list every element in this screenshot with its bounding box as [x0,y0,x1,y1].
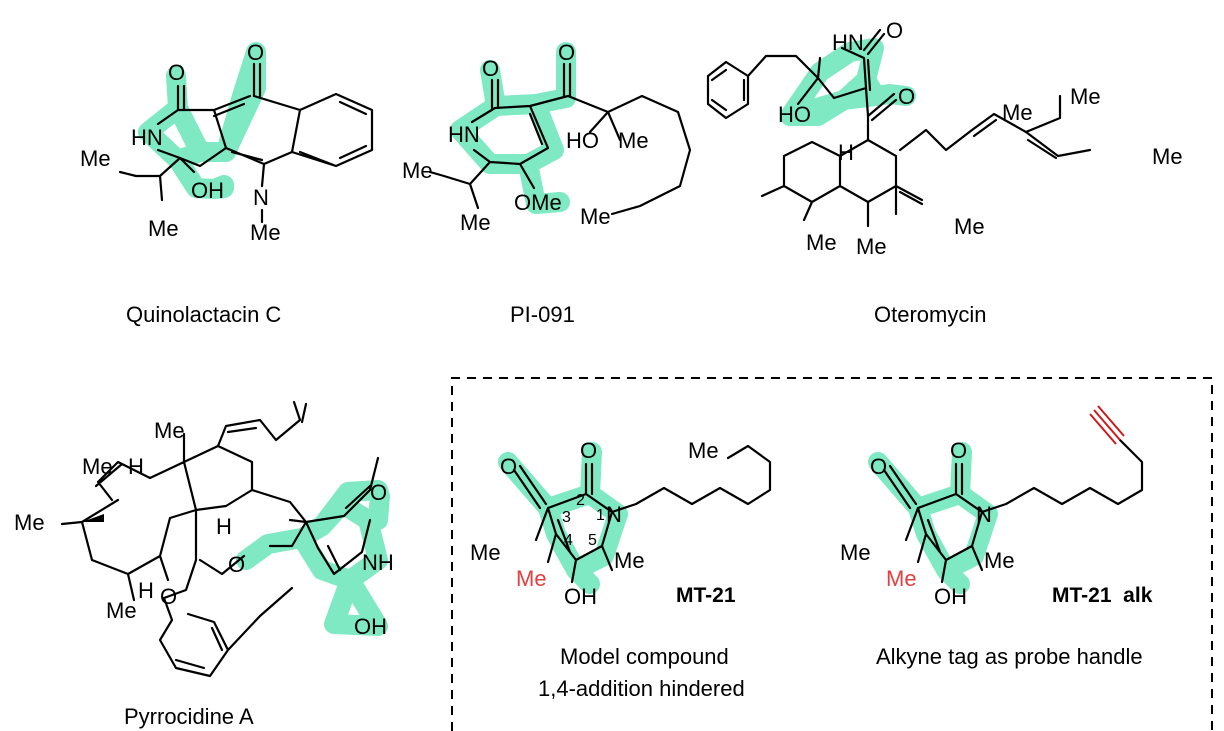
pi-091: O O HN HO Me Me Me OMe Me PI-091 [402,40,692,327]
pi-091-me-end: Me [580,204,611,229]
pyrrocidine-a-h-bottom: H [138,578,154,603]
quinolactacin-c-bonds [118,62,374,224]
pyrrocidine-a-o-lactam: O [370,480,387,505]
mt-21-n: N [606,502,622,527]
oteromycin-hn: HN [832,30,864,55]
mt-21-label: MT-21 [676,584,736,607]
mt-21-alk-caption: Alkyne tag as probe handle [876,644,1143,669]
pyrrocidine-a-h-top: H [128,454,144,479]
oteromycin-bonds [706,28,1092,228]
quinolactacin-c-oh: OH [191,178,224,203]
quinolactacin-c-o-left: O [168,60,185,85]
mt-21: O O Me N Me Me Me OH 1 2 3 4 5 MT-21 Mod… [470,438,772,701]
pi-091-me-iso-down: Me [460,210,491,235]
oteromycin: HN O O HO H Me Me Me Me Me Me Oteromycin [706,18,1183,327]
pi-091-me-chain: Me [618,128,649,153]
mt-21-me-chain: Me [688,438,719,463]
pyrrocidine-a: Me Me H Me H H Me O O O NH OH Pyrrocidin… [14,400,394,729]
mt-21-alk-o-lactam: O [950,438,967,463]
mt-21-me-red: Me [516,566,547,591]
oteromycin-me-ring: Me [954,214,985,239]
pi-091-hn: HN [448,122,480,147]
dashed-box [451,377,1213,731]
quinolactacin-c-hn: HN [131,125,163,150]
mt-21-oh: OH [564,584,597,609]
pi-091-ho: HO [566,128,599,153]
mt-21-me-c5: Me [614,548,645,573]
pyrrocidine-a-oh: OH [354,614,387,639]
pi-091-ome: OMe [514,190,562,215]
quinolactacin-c-me-bottom: Me [148,216,179,241]
quinolactacin-c-n: N [253,185,269,210]
pyrrocidine-a-highlight [236,480,390,636]
mt-21-caption-line2: 1,4-addition hindered [538,676,745,701]
mt-21-alk-oh: OH [934,584,967,609]
quinolactacin-c-me-top: Me [80,146,111,171]
mt-21-bonds [512,444,772,584]
oteromycin-me-diene1: Me [1002,100,1033,125]
mt-21-ring-num-5: 5 [588,532,597,549]
mt-21-alk-me-acetyl: Me [840,540,871,565]
oteromycin-h: H [838,140,854,165]
oteromycin-me-bottom: Me [856,234,887,259]
quinolactacin-c-caption: Quinolactacin C [126,302,281,327]
pyrrocidine-a-o-ether: O [160,584,177,609]
pyrrocidine-a-nh: NH [362,550,394,575]
oteromycin-me-left: Me [806,230,837,255]
mt-21-ring-num-4: 4 [564,532,573,549]
pi-091-me-iso-left: Me [402,158,433,183]
quinolactacin-c: O O HN N Me OH Me Me Quinolactacin C [80,40,374,327]
mt-21-o-acetyl: O [500,454,517,479]
mt-21-alk-me-red: Me [886,566,917,591]
pyrrocidine-a-caption: Pyrrocidine A [124,704,254,729]
pi-091-bonds [428,62,692,216]
pi-091-highlight [450,42,576,214]
mt-21-alk-alkyne [1089,405,1125,445]
pyrrocidine-a-h-mid: H [216,514,232,539]
pyrrocidine-a-me-top: Me [154,418,185,443]
mt-21-alk-me-c5: Me [984,548,1015,573]
mt-21-caption-line1: Model compound [560,644,729,669]
mt-21-alk-o-acetyl: O [870,454,887,479]
pyrrocidine-a-me-h: Me [82,454,113,479]
mt-21-alk-bonds [882,438,1144,584]
pyrrocidine-a-bonds [60,400,380,678]
mt-21-ring-num-2: 2 [576,492,585,509]
mt-21-alk-label: MT-21 alk [1052,584,1153,607]
mt-21-ring-num-3: 3 [562,509,571,526]
oteromycin-o-lactam: O [886,18,903,43]
pi-091-caption: PI-091 [510,302,575,327]
oteromycin-me-diene-end: Me [1152,144,1183,169]
mt-21-o-lactam: O [580,438,597,463]
oteromycin-o-ketone: O [898,84,915,109]
pi-091-o-left: O [482,56,499,81]
mt-21-alk: O O Me N Me Me OH MT-21 alk Alkyne tag a… [840,405,1153,669]
oteromycin-ho: HO [778,102,811,127]
pyrrocidine-a-me-bottom: Me [106,598,137,623]
mt-21-alk-n: N [976,502,992,527]
pyrrocidine-a-me-left: Me [14,510,45,535]
quinolactacin-c-n-me: Me [250,220,281,245]
oteromycin-caption: Oteromycin [874,302,986,327]
quinolactacin-c-o-right: O [247,40,264,65]
oteromycin-highlight [780,38,916,126]
mt-21-me-acetyl: Me [470,540,501,565]
pi-091-o-right: O [558,40,575,65]
pyrrocidine-a-wedge [82,514,104,522]
oteromycin-me-diene2: Me [1070,84,1101,109]
pyrrocidine-a-o-ketone: O [228,552,245,577]
mt-21-ring-num-1: 1 [596,507,605,524]
